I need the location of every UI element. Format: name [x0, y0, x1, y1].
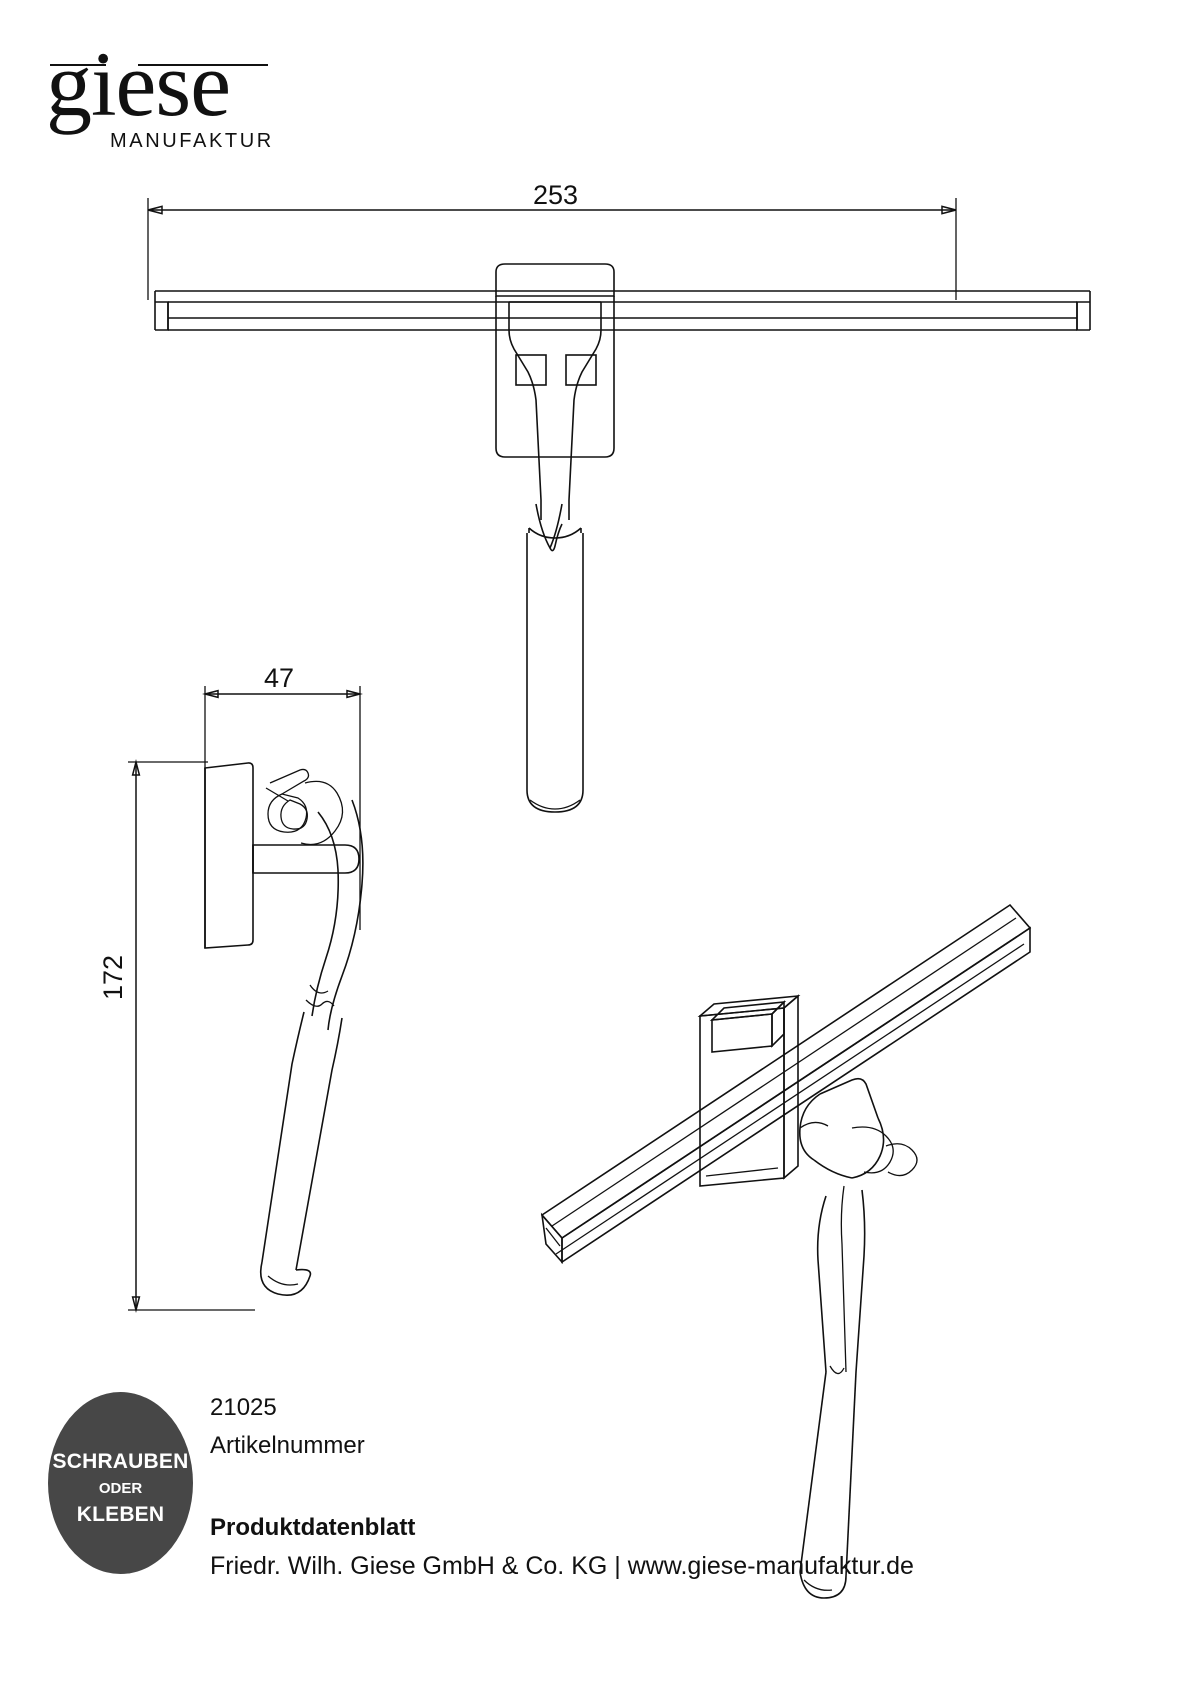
footer: 21025 Artikelnummer Produktdatenblatt Fr… — [210, 1396, 1110, 1581]
sheet-title: Produktdatenblatt — [210, 1514, 416, 1541]
badge-line-or: ODER — [98, 1480, 143, 1497]
dimension-label-width: 253 — [533, 180, 579, 210]
article-number: 21025 — [210, 1394, 277, 1421]
side-view — [204, 762, 364, 1296]
logo-rule-group — [38, 64, 268, 67]
brand-logo: giese MANUFAKTUR — [38, 38, 271, 156]
brand-name: giese — [46, 33, 231, 135]
mounting-type-badge: SCHRAUBEN ODER KLEBEN — [48, 1392, 193, 1574]
dimension-label-height: 172 — [98, 954, 128, 1000]
logo-rule-right — [138, 64, 268, 66]
badge-line-screw: SCHRAUBEN — [52, 1450, 189, 1473]
logo-rule-left — [50, 64, 106, 66]
article-number-label: Artikelnummer — [210, 1432, 365, 1459]
badge-line-glue: KLEBEN — [76, 1503, 165, 1526]
dimension-253 — [147, 198, 957, 300]
front-view — [154, 263, 1091, 813]
dimension-label-depth: 47 — [264, 663, 295, 693]
dimension-47 — [202, 686, 363, 930]
company-line: Friedr. Wilh. Giese GmbH & Co. KG | www.… — [210, 1552, 914, 1580]
brand-tagline: MANUFAKTUR — [110, 130, 274, 152]
dimension-172 — [128, 759, 255, 1313]
